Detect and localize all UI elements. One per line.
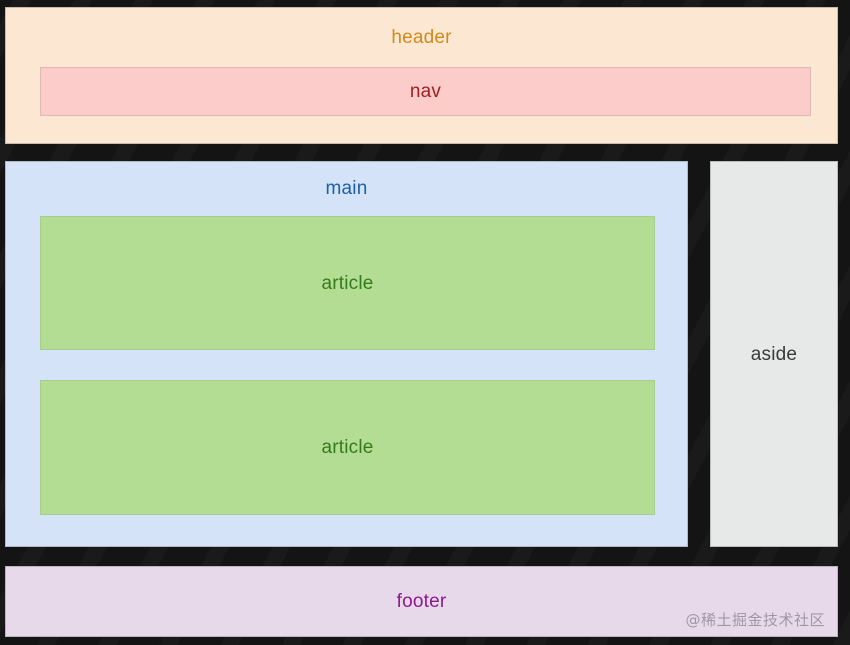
- main-region: main article article: [5, 161, 688, 547]
- article-label: article: [321, 437, 374, 458]
- article-block: article: [40, 216, 655, 350]
- header-region: header nav: [5, 7, 838, 144]
- footer-region: footer @稀土掘金技术社区: [5, 566, 838, 637]
- article-label: article: [321, 272, 374, 294]
- aside-region: aside: [710, 161, 838, 547]
- nav-region[interactable]: nav: [40, 67, 811, 116]
- article-block: article: [40, 380, 655, 515]
- nav-label: nav: [409, 81, 442, 102]
- main-label: main: [325, 178, 368, 199]
- footer-label: footer: [396, 591, 447, 612]
- aside-label: aside: [750, 343, 798, 365]
- header-label: header: [391, 27, 452, 48]
- watermark-text: @稀土掘金技术社区: [685, 611, 825, 629]
